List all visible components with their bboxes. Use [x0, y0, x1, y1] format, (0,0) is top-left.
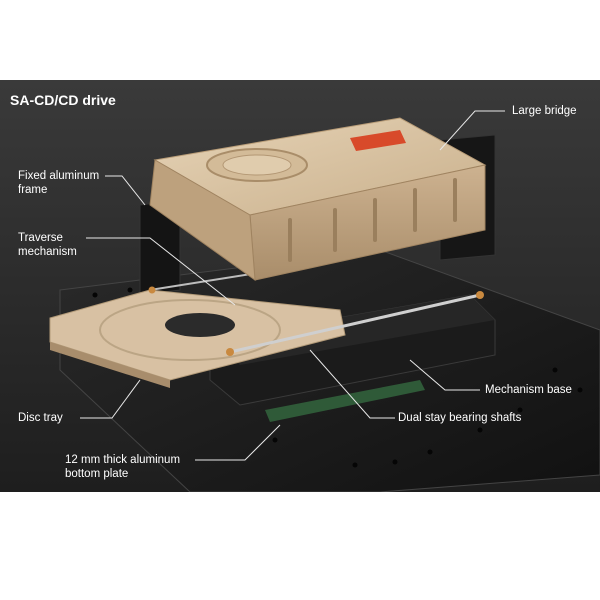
- leader-bottom-plate: [195, 424, 281, 461]
- leader-traverse: [86, 237, 236, 306]
- drive-figure: SA-CD/CD drive Large bridge Fixed alumin…: [0, 80, 600, 492]
- bridge-ribs: [288, 178, 457, 262]
- disc-tray-center: [165, 313, 235, 337]
- brand-badge: [350, 130, 406, 151]
- label-fixed-frame-line1: Fixed aluminum: [18, 170, 100, 182]
- bottom-plate-holes: [92, 287, 583, 468]
- label-mechanism-base: Mechanism base: [485, 384, 572, 396]
- drive-illustration: [0, 80, 600, 492]
- large-bridge-left: [149, 159, 256, 282]
- circuit-board: [265, 380, 425, 422]
- label-disc-tray: Disc tray: [18, 412, 63, 424]
- leader-fixed-frame: [105, 175, 146, 206]
- label-dual-shafts: Dual stay bearing shafts: [398, 412, 522, 424]
- leader-disc-tray: [80, 379, 141, 419]
- label-traverse-line2: mechanism: [18, 246, 77, 258]
- disc-tray-front: [50, 342, 170, 388]
- diagram-title: SA-CD/CD drive: [10, 92, 116, 108]
- leader-large-bridge: [439, 110, 505, 151]
- leader-lines: [80, 110, 505, 461]
- leader-dual-shafts: [309, 349, 395, 419]
- disc-tray-recess: [99, 299, 281, 361]
- label-bottom-plate-line1: 12 mm thick aluminum: [65, 454, 181, 466]
- label-bottom-plate-line2: bottom plate: [65, 468, 129, 480]
- label-fixed-frame-line2: frame: [18, 184, 48, 196]
- shaft-front: [229, 293, 481, 354]
- label-traverse-line1: Traverse: [18, 232, 63, 244]
- label-large-bridge: Large bridge: [512, 105, 577, 117]
- leader-mechanism-base: [409, 359, 480, 391]
